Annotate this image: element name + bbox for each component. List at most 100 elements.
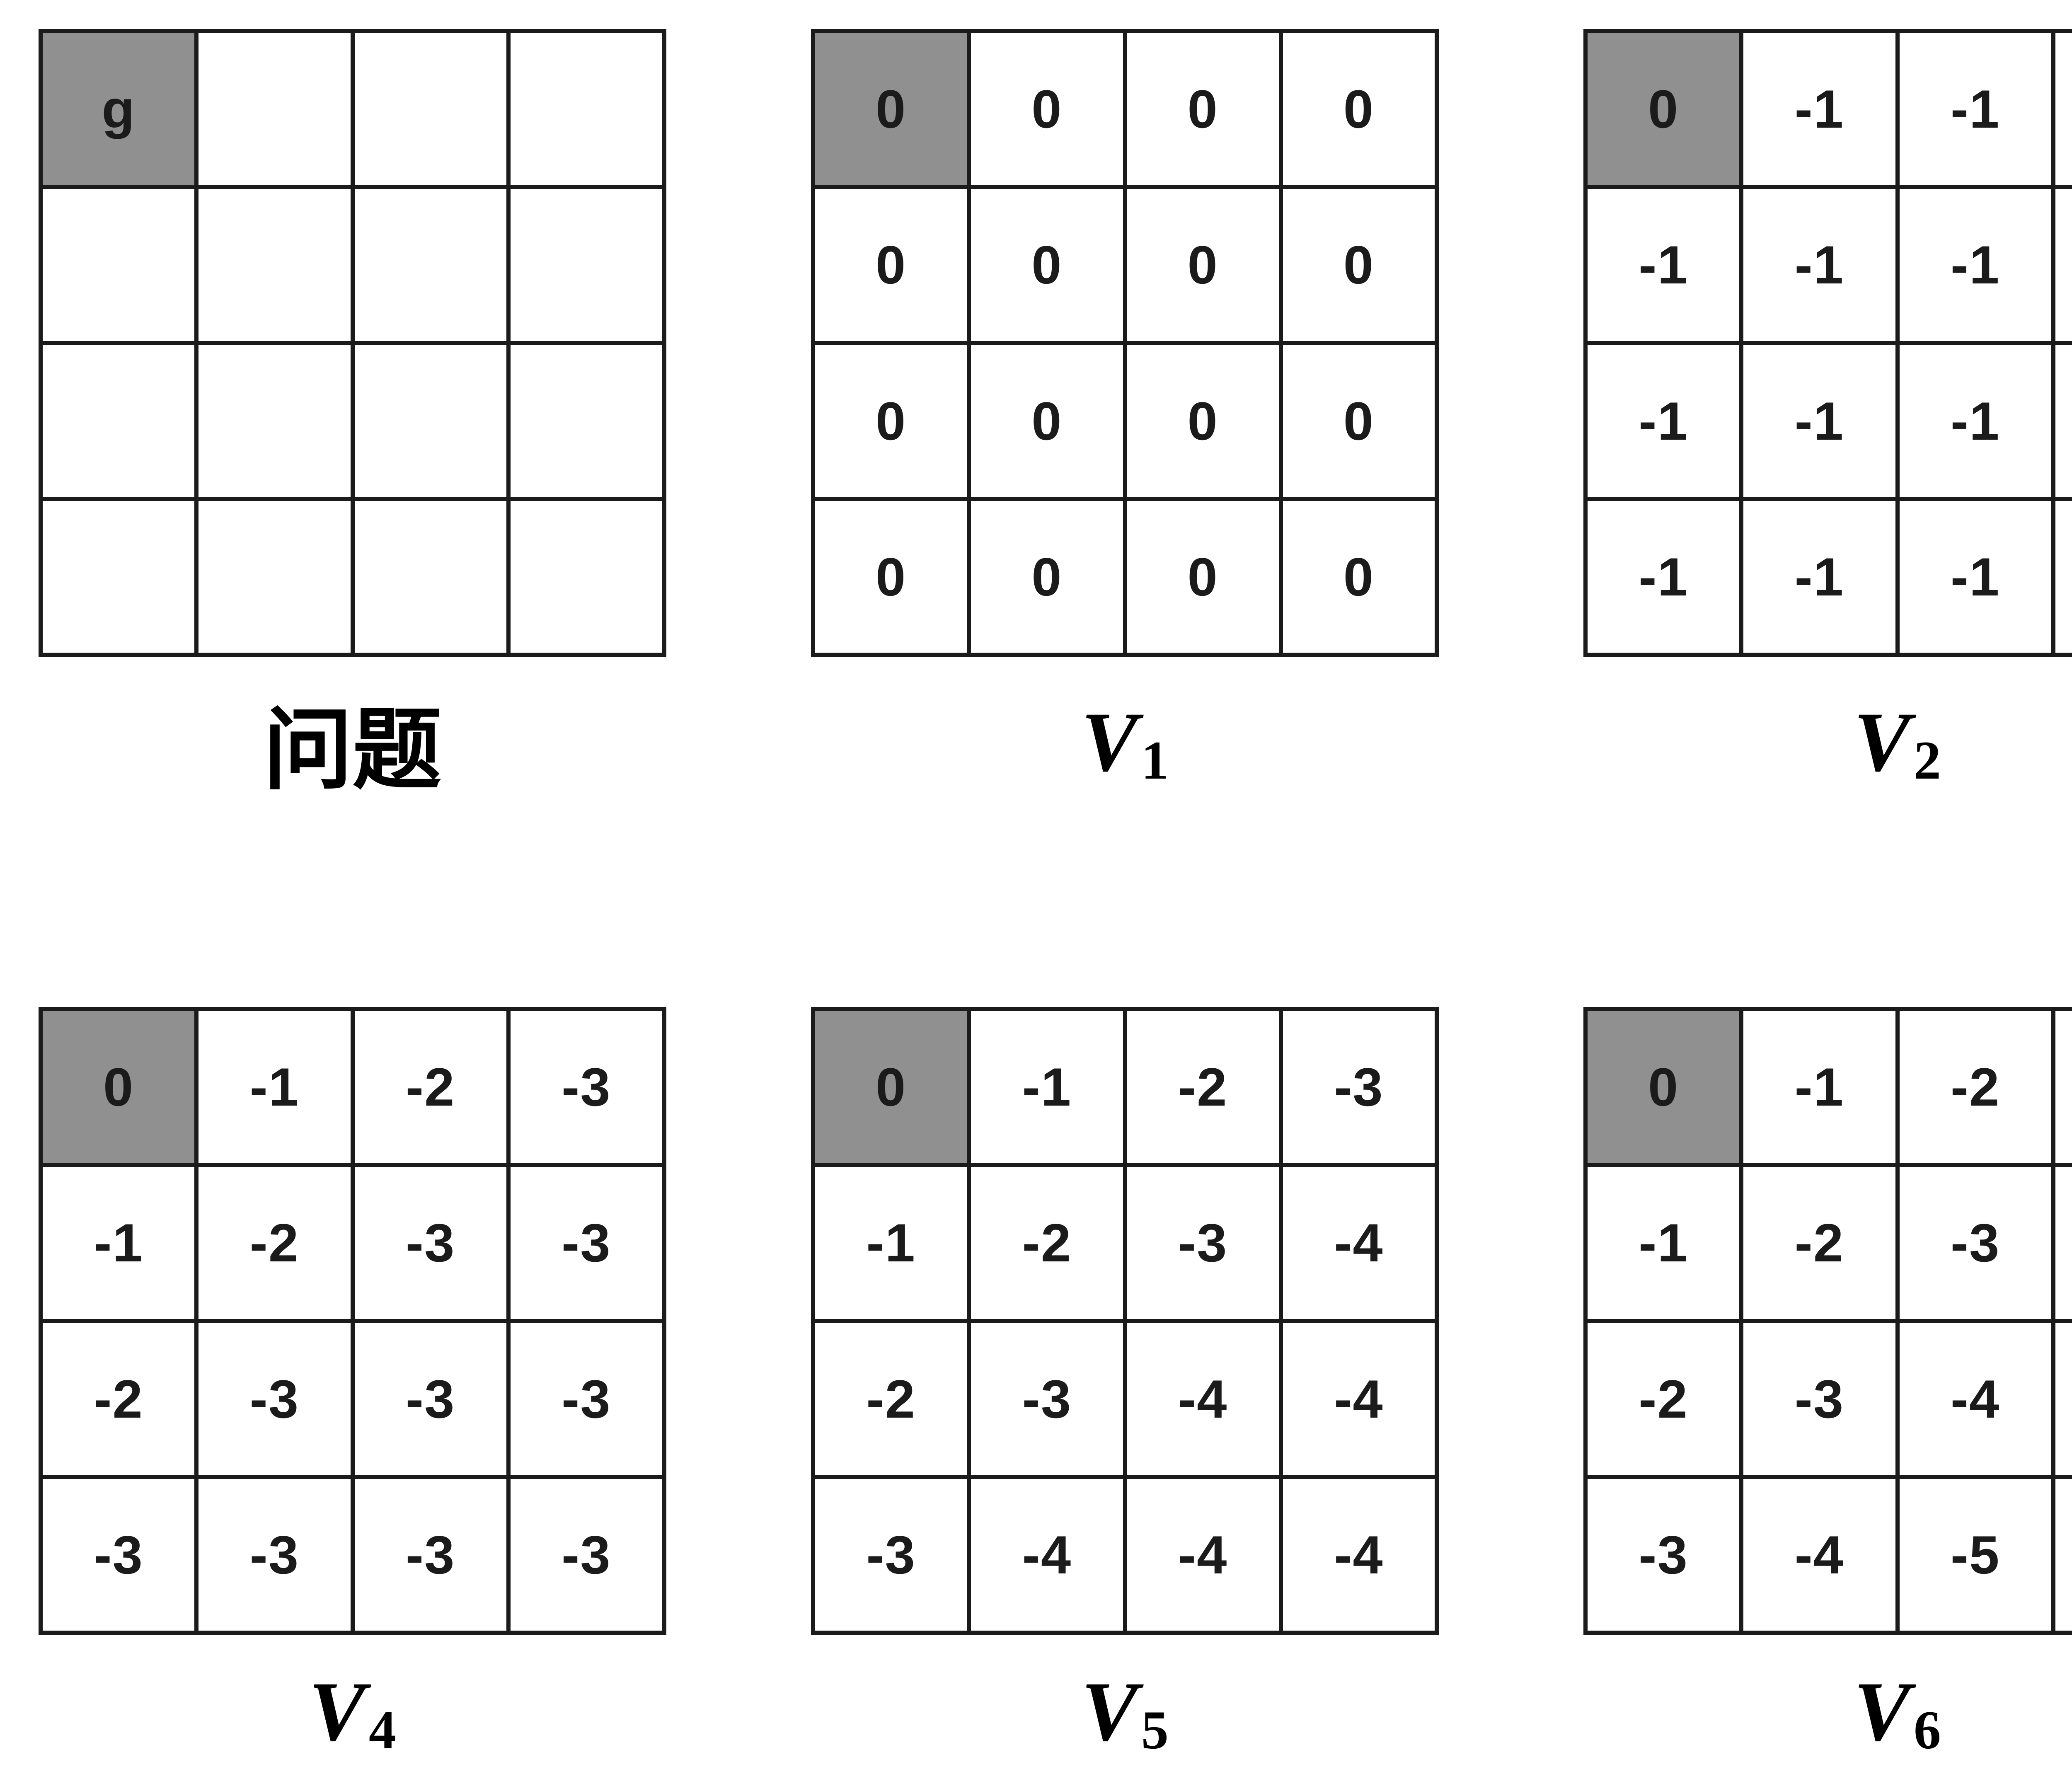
- label-v2-sub: 2: [1913, 729, 1941, 791]
- grid-cell-goal: 0: [815, 1011, 967, 1163]
- label-problem-text: 问题: [263, 701, 442, 800]
- grid-cell: -3: [354, 1167, 506, 1319]
- grid-cell: -1: [1899, 189, 2051, 341]
- grid-cell: -1: [1743, 345, 1895, 497]
- grid-cell: 0: [815, 501, 967, 653]
- grid-cell: [510, 189, 662, 341]
- grid-cell: -1: [1899, 501, 2051, 653]
- grid-cell: 0: [971, 189, 1123, 341]
- grid-cell: 0: [1127, 501, 1279, 653]
- grid-cell: -1: [198, 1011, 351, 1163]
- label-v5-base: V: [1081, 1664, 1138, 1759]
- grid-cell: -1: [1743, 501, 1895, 653]
- grid-cell: -4: [1283, 1167, 1435, 1319]
- grid-cell: -1: [1588, 345, 1740, 497]
- grid-cell: [43, 345, 195, 497]
- grid-cell: 0: [1127, 33, 1279, 185]
- grid-cell: -2: [198, 1167, 351, 1319]
- grid-cell: -4: [1899, 1323, 2051, 1475]
- grid-v6: 0-1-2-3 -1-2-3-4 -2-3-4-5 -3-4-5-5: [1583, 1007, 2072, 1635]
- grid-cell: 0: [1283, 345, 1435, 497]
- grid-cell: -1: [815, 1167, 967, 1319]
- grid-cell: 0: [1283, 189, 1435, 341]
- grid-problem: g: [39, 29, 666, 657]
- grid-cell: -1: [1899, 33, 2051, 185]
- grid-cell: [510, 501, 662, 653]
- label-v1-sub: 1: [1141, 729, 1169, 791]
- grid-v4: 0-1-2-3 -1-2-3-3 -2-3-3-3 -3-3-3-3: [39, 1007, 666, 1635]
- label-v1-base: V: [1081, 695, 1138, 789]
- grid-cell: [354, 189, 506, 341]
- grid-cell: -5: [2055, 1323, 2072, 1475]
- grid-cell: [43, 501, 195, 653]
- grid-cell-goal: 0: [43, 1011, 195, 1163]
- grid-cell: -2: [1127, 1011, 1279, 1163]
- grid-cell: -3: [2055, 1011, 2072, 1163]
- grid-cell: -2: [1899, 1011, 2051, 1163]
- grid-cell: [510, 345, 662, 497]
- grid-cell: -3: [510, 1011, 662, 1163]
- grid-cell: 0: [1127, 189, 1279, 341]
- grid-cell: 0: [1127, 345, 1279, 497]
- grid-cell: -3: [198, 1479, 351, 1631]
- grid-cell: -3: [198, 1323, 351, 1475]
- grid-cell: -3: [354, 1323, 506, 1475]
- grid-cell: -3: [354, 1479, 506, 1631]
- grid-cell: -1: [1588, 501, 1740, 653]
- grid-cell: -2: [1743, 1167, 1895, 1319]
- grid-cell-goal: 0: [1588, 33, 1740, 185]
- grid-cell: -1: [1588, 1167, 1740, 1319]
- grid-cell: -1: [1588, 189, 1740, 341]
- grid-cell: -1: [2055, 189, 2072, 341]
- grid-cell-goal: 0: [1588, 1011, 1740, 1163]
- label-v5-sub: 5: [1141, 1699, 1169, 1760]
- grid-cell: [510, 33, 662, 185]
- grid-cell: 0: [1283, 501, 1435, 653]
- grid-cell: [198, 189, 351, 341]
- grid-cell: -3: [510, 1323, 662, 1475]
- grid-cell: -3: [971, 1323, 1123, 1475]
- grid-cell: -1: [2055, 345, 2072, 497]
- label-v2-base: V: [1854, 695, 1910, 789]
- grid-cell: -3: [510, 1479, 662, 1631]
- grid-cell: [354, 345, 506, 497]
- label-problem: 问题: [39, 682, 666, 802]
- grid-cell: -1: [1899, 345, 2051, 497]
- grid-cell: -2: [1588, 1323, 1740, 1475]
- grid-cell: -2: [815, 1323, 967, 1475]
- grid-cell: -4: [1283, 1479, 1435, 1631]
- grid-cell: -1: [2055, 33, 2072, 185]
- grid-cell: 0: [971, 345, 1123, 497]
- grid-cell: -4: [2055, 1167, 2072, 1319]
- grid-v5: 0-1-2-3 -1-2-3-4 -2-3-4-4 -3-4-4-4: [811, 1007, 1439, 1635]
- grid-cell: 0: [971, 33, 1123, 185]
- grid-cell-goal: 0: [815, 33, 967, 185]
- grid-cell: 0: [971, 501, 1123, 653]
- grid-cell: -2: [354, 1011, 506, 1163]
- label-v4-base: V: [309, 1664, 366, 1759]
- grid-cell: -1: [1743, 1011, 1895, 1163]
- grid-cell: [354, 33, 506, 185]
- grid-cell: -3: [1743, 1323, 1895, 1475]
- grid-cell: -2: [971, 1167, 1123, 1319]
- grid-cell: -5: [1899, 1479, 2051, 1631]
- grid-cell: 0: [815, 189, 967, 341]
- grid-cell: -1: [43, 1167, 195, 1319]
- label-v4-sub: 4: [368, 1699, 396, 1760]
- grid-cell: -1: [971, 1011, 1123, 1163]
- grid-cell: -4: [1283, 1323, 1435, 1475]
- grid-cell: [198, 33, 351, 185]
- grid-v2: 0-1-1-1 -1-1-1-1 -1-1-1-1 -1-1-1-1: [1583, 29, 2072, 657]
- grid-cell-goal: g: [43, 33, 195, 185]
- grid-cell: -4: [971, 1479, 1123, 1631]
- grid-cell: 0: [815, 345, 967, 497]
- grid-cell: -1: [1743, 189, 1895, 341]
- grid-cell: -2: [43, 1323, 195, 1475]
- grid-cell: -3: [1283, 1011, 1435, 1163]
- grid-cell: -3: [510, 1167, 662, 1319]
- grid-cell: [354, 501, 506, 653]
- grid-cell: 0: [1283, 33, 1435, 185]
